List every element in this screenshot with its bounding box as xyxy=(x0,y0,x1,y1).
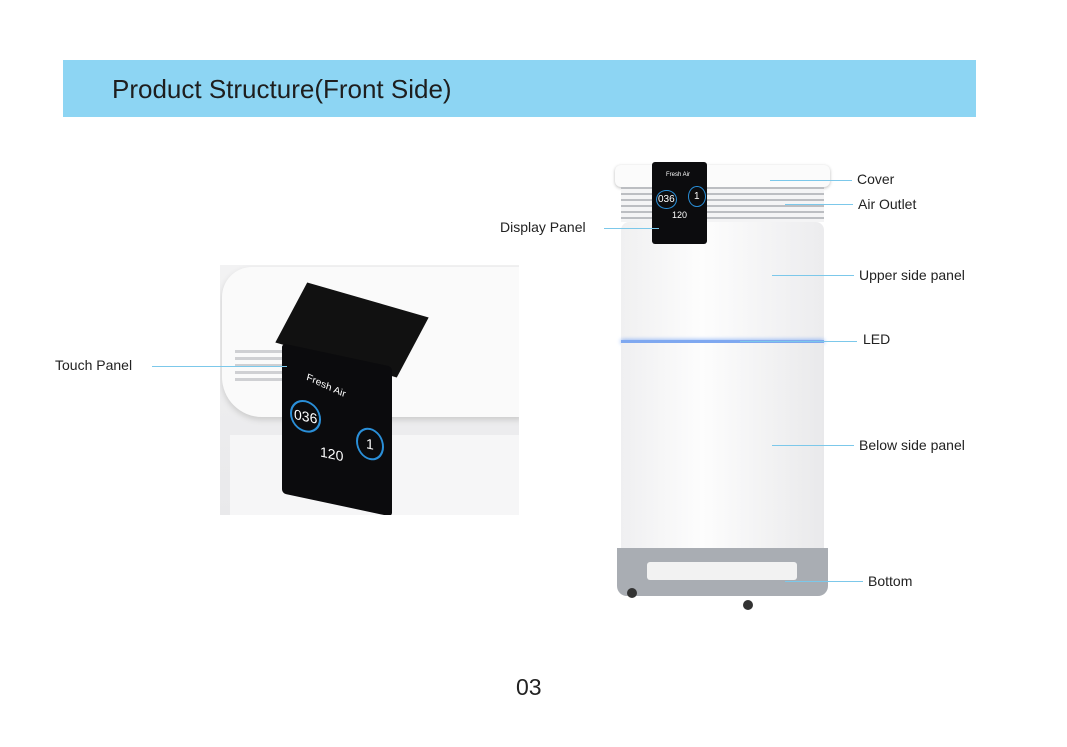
screen-reading: 120 xyxy=(672,210,688,220)
touch-panel-screen: Fresh Air 036 1 120 xyxy=(282,343,392,515)
label-cover: Cover xyxy=(857,171,895,187)
label-led: LED xyxy=(863,331,891,347)
leader-line xyxy=(770,180,852,181)
page-number: 03 xyxy=(516,674,542,700)
led-strip xyxy=(621,340,824,343)
title-banner: Product Structure(Front Side) xyxy=(63,60,976,117)
leader-line xyxy=(785,581,863,582)
screen-reading: 036 xyxy=(656,190,677,209)
brand-text: Fresh Air xyxy=(666,172,691,178)
wheel xyxy=(627,588,637,598)
label-air-outlet: Air Outlet xyxy=(858,196,917,212)
label-touch-panel: Touch Panel xyxy=(55,357,133,373)
label-bottom: Bottom xyxy=(868,573,913,589)
display-panel-part: Fresh Air 036 1 120 xyxy=(652,162,707,244)
air-purifier-image: Fresh Air 036 1 120 xyxy=(615,160,830,615)
leader-line xyxy=(772,445,854,446)
bottom-part xyxy=(617,548,828,596)
cover-part xyxy=(615,165,830,187)
label-upper-side-panel: Upper side panel xyxy=(859,267,965,283)
screen-reading: 1 xyxy=(688,186,706,207)
screen-reading: 120 xyxy=(320,443,344,465)
leader-line xyxy=(604,228,659,229)
brand-text: Fresh Air xyxy=(305,372,347,401)
leader-line xyxy=(740,341,857,342)
touch-panel-closeup-image: Fresh Air 036 1 120 xyxy=(220,265,519,515)
screen-reading: 036 xyxy=(290,397,322,436)
screen-reading: 1 xyxy=(356,425,384,463)
wheel xyxy=(743,600,753,610)
leader-line xyxy=(152,366,287,367)
label-below-side-panel: Below side panel xyxy=(859,437,965,453)
leader-line xyxy=(772,275,854,276)
leader-line xyxy=(785,204,853,205)
label-display-panel: Display Panel xyxy=(500,219,586,235)
page-title: Product Structure(Front Side) xyxy=(112,74,452,104)
